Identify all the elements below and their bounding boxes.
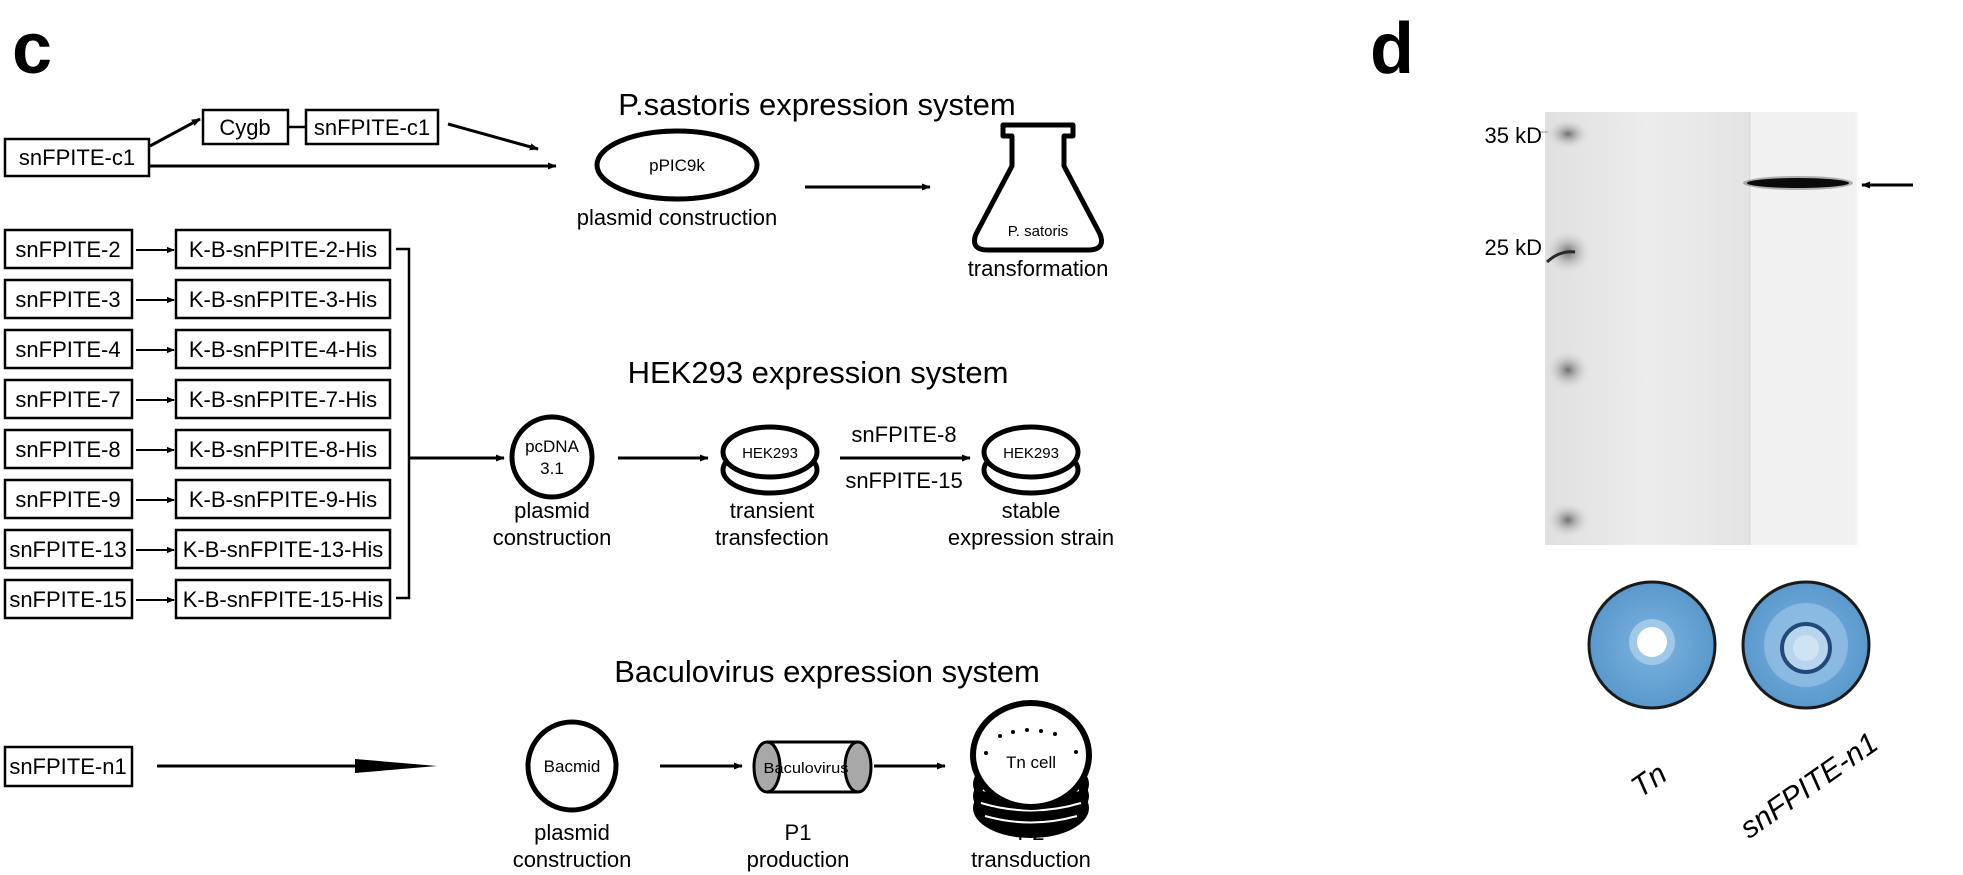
hek-dish-caption-1: transient bbox=[730, 498, 814, 523]
stable-dish-label: HEK293 bbox=[1003, 445, 1059, 462]
hek-row: snFPITE-9 K-B-snFPITE-9-His bbox=[3, 478, 392, 520]
hek-row: snFPITE-13 K-B-snFPITE-13-His bbox=[3, 528, 392, 570]
tn-cell-label: Tn cell bbox=[1006, 753, 1056, 772]
hek-input-label: snFPITE-9 bbox=[15, 487, 120, 512]
hek-row: snFPITE-3 K-B-snFPITE-3-His bbox=[3, 278, 392, 320]
arrow-label-below: snFPITE-15 bbox=[845, 468, 962, 493]
virus-caption-1: P1 bbox=[785, 820, 812, 845]
cell-caption-1: P2 bbox=[1018, 820, 1045, 845]
hek-bracket bbox=[396, 247, 411, 600]
pichia-input-box: snFPITE-c1 bbox=[3, 137, 151, 178]
baculo-input-box: snFPITE-n1 bbox=[3, 745, 134, 788]
hek-construct-label: K-B-snFPITE-7-His bbox=[189, 387, 377, 412]
cell-caption-2: transduction bbox=[971, 847, 1091, 872]
pichia-input-label: snFPITE-c1 bbox=[19, 145, 135, 170]
western-blot-gel bbox=[1544, 112, 1859, 545]
hek-input-list: snFPITE-2 K-B-snFPITE-2-His snFPITE-3 K-… bbox=[3, 228, 392, 620]
fusion-label-cygb: Cygb bbox=[219, 115, 270, 140]
marker-band bbox=[1546, 350, 1590, 390]
flask-caption: transformation bbox=[968, 256, 1109, 281]
hek-construct-label: K-B-snFPITE-13-His bbox=[183, 537, 383, 562]
hek-construct-label: K-B-snFPITE-2-His bbox=[189, 237, 377, 262]
marker-label-25kd: 25 kD bbox=[1485, 235, 1542, 260]
marker-label-35kd: 35 kD bbox=[1485, 123, 1542, 148]
ppic9k-caption: plasmid construction bbox=[577, 205, 778, 230]
baculo-input-label: snFPITE-n1 bbox=[9, 754, 126, 779]
hek-dish-label: HEK293 bbox=[742, 445, 798, 462]
hek-row: snFPITE-7 K-B-snFPITE-7-His bbox=[3, 378, 392, 420]
virus-caption-2: production bbox=[747, 847, 850, 872]
hek-input-label: snFPITE-15 bbox=[9, 587, 126, 612]
fusion-box-cygb: Cygb bbox=[201, 108, 290, 146]
hek-construct-label: K-B-snFPITE-9-His bbox=[189, 487, 377, 512]
pcdna-label-2: 3.1 bbox=[540, 459, 564, 478]
hek-row: snFPITE-2 K-B-snFPITE-2-His bbox=[3, 228, 392, 270]
pcdna-plasmid: pcDNA 3.1 bbox=[509, 414, 595, 500]
protein-band bbox=[1747, 178, 1849, 188]
arrow-fusion-to-plasmid bbox=[447, 122, 539, 151]
pcdna-label-1: pcDNA bbox=[525, 437, 580, 456]
hek-input-label: snFPITE-13 bbox=[9, 537, 126, 562]
plate-snfpite-n1 bbox=[1741, 580, 1871, 710]
hek-construct-label: K-B-snFPITE-15-His bbox=[183, 587, 383, 612]
pcdna-caption-1: plasmid bbox=[514, 498, 590, 523]
baculovirus-label: Baculovirus bbox=[764, 760, 849, 777]
arrow-label-above: snFPITE-8 bbox=[851, 422, 956, 447]
arrow-to-fusion bbox=[149, 117, 201, 148]
hek-row: snFPITE-4 K-B-snFPITE-4-His bbox=[3, 328, 392, 370]
stable-dish-icon: HEK293 bbox=[981, 424, 1081, 496]
tn-cell-culture-icon: Tn cell bbox=[970, 700, 1092, 838]
baculovirus-cylinder-icon: Baculovirus bbox=[752, 740, 873, 794]
pcdna-caption-2: construction bbox=[493, 525, 612, 550]
pichia-title: P.sastoris expression system bbox=[618, 87, 1015, 122]
plate-label-snfpite-n1: snFPITE-n1 bbox=[1734, 726, 1884, 845]
stable-dish-caption-2: expression strain bbox=[948, 525, 1114, 550]
long-wedge-arrow bbox=[157, 759, 437, 773]
baculo-title: Baculovirus expression system bbox=[614, 654, 1040, 689]
hek-title: HEK293 expression system bbox=[628, 355, 1009, 390]
fusion-box-snfpite-c1: snFPITE-c1 bbox=[304, 108, 440, 146]
hek-input-label: snFPITE-7 bbox=[15, 387, 120, 412]
panel-c-letter: c bbox=[12, 9, 52, 89]
fusion-label-snfpite-c1: snFPITE-c1 bbox=[314, 115, 430, 140]
hek-dish-caption-2: transfection bbox=[715, 525, 829, 550]
hek-construct-label: K-B-snFPITE-8-His bbox=[189, 437, 377, 462]
stable-dish-caption-1: stable bbox=[1002, 498, 1061, 523]
flask-icon: P. satoris bbox=[972, 122, 1104, 253]
hek-row: snFPITE-15 K-B-snFPITE-15-His bbox=[3, 578, 392, 620]
bacmid-label: Bacmid bbox=[544, 757, 601, 776]
hek-input-label: snFPITE-2 bbox=[15, 237, 120, 262]
hek-dish-icon: HEK293 bbox=[720, 424, 820, 496]
hek-construct-label: K-B-snFPITE-3-His bbox=[189, 287, 377, 312]
hek-row: snFPITE-8 K-B-snFPITE-8-His bbox=[3, 428, 392, 470]
ppic9k-label: pPIC9k bbox=[649, 156, 705, 175]
bacmid-caption-2: construction bbox=[513, 847, 632, 872]
marker-band bbox=[1546, 119, 1590, 149]
ppic9k-plasmid: pPIC9k bbox=[594, 128, 760, 202]
hek-construct-label: K-B-snFPITE-4-His bbox=[189, 337, 377, 362]
hek-input-label: snFPITE-8 bbox=[15, 437, 120, 462]
bacmid-caption-1: plasmid bbox=[534, 820, 610, 845]
panel-d-letter: d bbox=[1370, 9, 1414, 89]
flask-label: P. satoris bbox=[1008, 223, 1069, 240]
bacmid-plasmid: Bacmid bbox=[525, 719, 619, 813]
hek-input-label: snFPITE-4 bbox=[15, 337, 120, 362]
marker-band bbox=[1546, 502, 1590, 538]
plate-label-tn: Tn bbox=[1625, 757, 1673, 804]
hek-input-label: snFPITE-3 bbox=[15, 287, 120, 312]
plate-tn bbox=[1587, 580, 1717, 710]
